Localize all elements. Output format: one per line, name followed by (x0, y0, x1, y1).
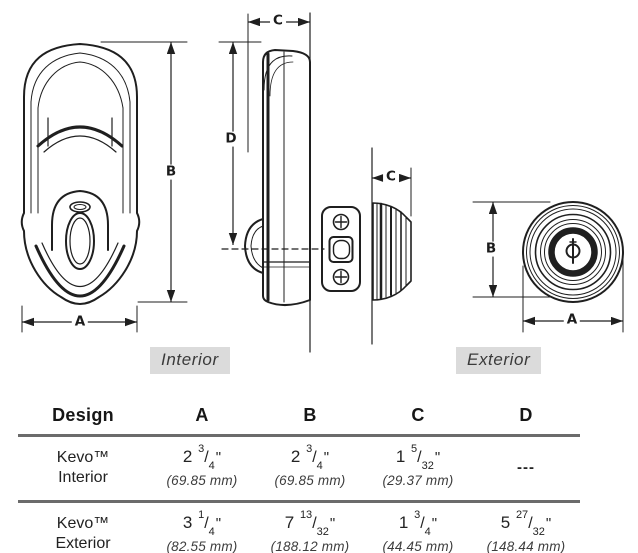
column-header-a: A (195, 404, 209, 425)
dim-label-interior-a: A (71, 314, 89, 330)
dim-label-exterior-b: B (482, 241, 500, 257)
interior-side-drawing (244, 12, 311, 353)
dim-label-interior-b: B (162, 164, 180, 180)
column-header-design: Design (52, 404, 114, 425)
dim-label-exterior-side-c: C (383, 169, 399, 185)
thumbturn-side (244, 218, 264, 274)
exterior-caption: Exterior (456, 347, 542, 374)
exterior-front-drawing (522, 201, 624, 303)
column-header-c: C (411, 404, 425, 425)
thumbturn-oval (65, 212, 95, 270)
bolt (328, 236, 354, 263)
dimension-value-cell: 1 5/32"(29.37 mm) (382, 442, 454, 488)
dim-label-side-d: D (222, 131, 240, 147)
dimension-diagram (20, 12, 624, 353)
dim-label-side-c: C (270, 13, 286, 29)
dimension-value-cell: --- (517, 458, 535, 476)
keyhole-icon (565, 238, 581, 264)
interior-front-drawing (20, 43, 141, 305)
dim-label-exterior-a: A (563, 312, 581, 328)
column-header-b: B (303, 404, 317, 425)
screw-bottom (332, 268, 350, 286)
dimension-value-cell: 2 3/4"(69.85 mm) (166, 442, 238, 488)
table-header-row: Design A B C D (18, 396, 580, 437)
dimension-value-cell: 1 3/4"(44.45 mm) (382, 508, 454, 553)
dimension-value-cell: 7 13/32"(188.12 mm) (270, 508, 350, 553)
keyway-cylinder (548, 227, 598, 277)
dimension-value-cell: 3 1/4"(82.55 mm) (166, 508, 238, 553)
screw-top (332, 213, 350, 231)
interior-caption: Interior (150, 347, 230, 374)
latch-faceplate-drawing (321, 206, 361, 292)
dimension-value-cell: 2 3/4"(69.85 mm) (274, 442, 346, 488)
column-header-d: D (519, 404, 533, 425)
dimension-value-cell: 5 27/32"(148.44 mm) (486, 508, 566, 553)
